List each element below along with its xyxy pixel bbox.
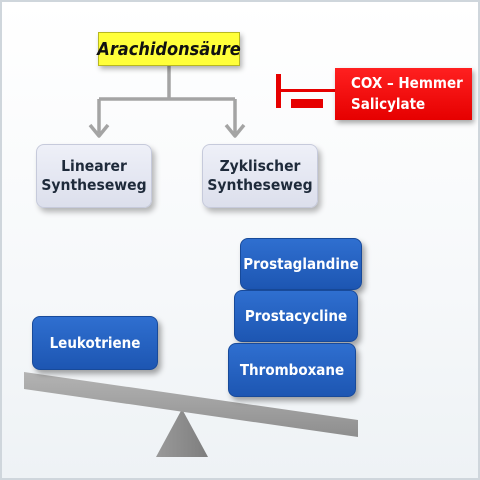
inhibitor-line1: COX – Hemmer: [351, 74, 463, 92]
cyclic-pathway-line1: Zyklischer: [219, 157, 301, 175]
linear-pathway-line2: Syntheseweg: [41, 176, 147, 194]
product-label-prostacycline: Prostacycline: [244, 307, 348, 325]
product-box-leukotriene: Leukotriene: [32, 316, 158, 370]
source-node: Arachidonsäure: [97, 32, 241, 66]
product-box-prostaglandine: Prostaglandine: [240, 238, 362, 290]
linear-pathway-node: Linearer Syntheseweg: [36, 144, 152, 208]
product-box-thromboxane: Thromboxane: [228, 343, 356, 397]
linear-pathway-line1: Linearer: [61, 157, 127, 175]
product-label-thromboxane: Thromboxane: [239, 361, 345, 379]
cyclic-pathway-line2: Syntheseweg: [207, 176, 313, 194]
product-label-prostaglandine: Prostaglandine: [243, 255, 359, 273]
inhibitor-node: COX – Hemmer Salicylate: [335, 68, 472, 120]
arrow-head-left: [88, 123, 110, 138]
source-label: Arachidonsäure: [97, 38, 241, 60]
product-label-leukotriene: Leukotriene: [49, 334, 141, 352]
arrow-head-right: [224, 123, 246, 138]
inhibition-line: [276, 89, 336, 92]
inhibitor-line2: Salicylate: [351, 95, 426, 113]
minus-symbol: [291, 99, 323, 108]
product-box-prostacycline: Prostacycline: [234, 290, 358, 342]
cyclic-pathway-node: Zyklischer Syntheseweg: [202, 144, 318, 208]
